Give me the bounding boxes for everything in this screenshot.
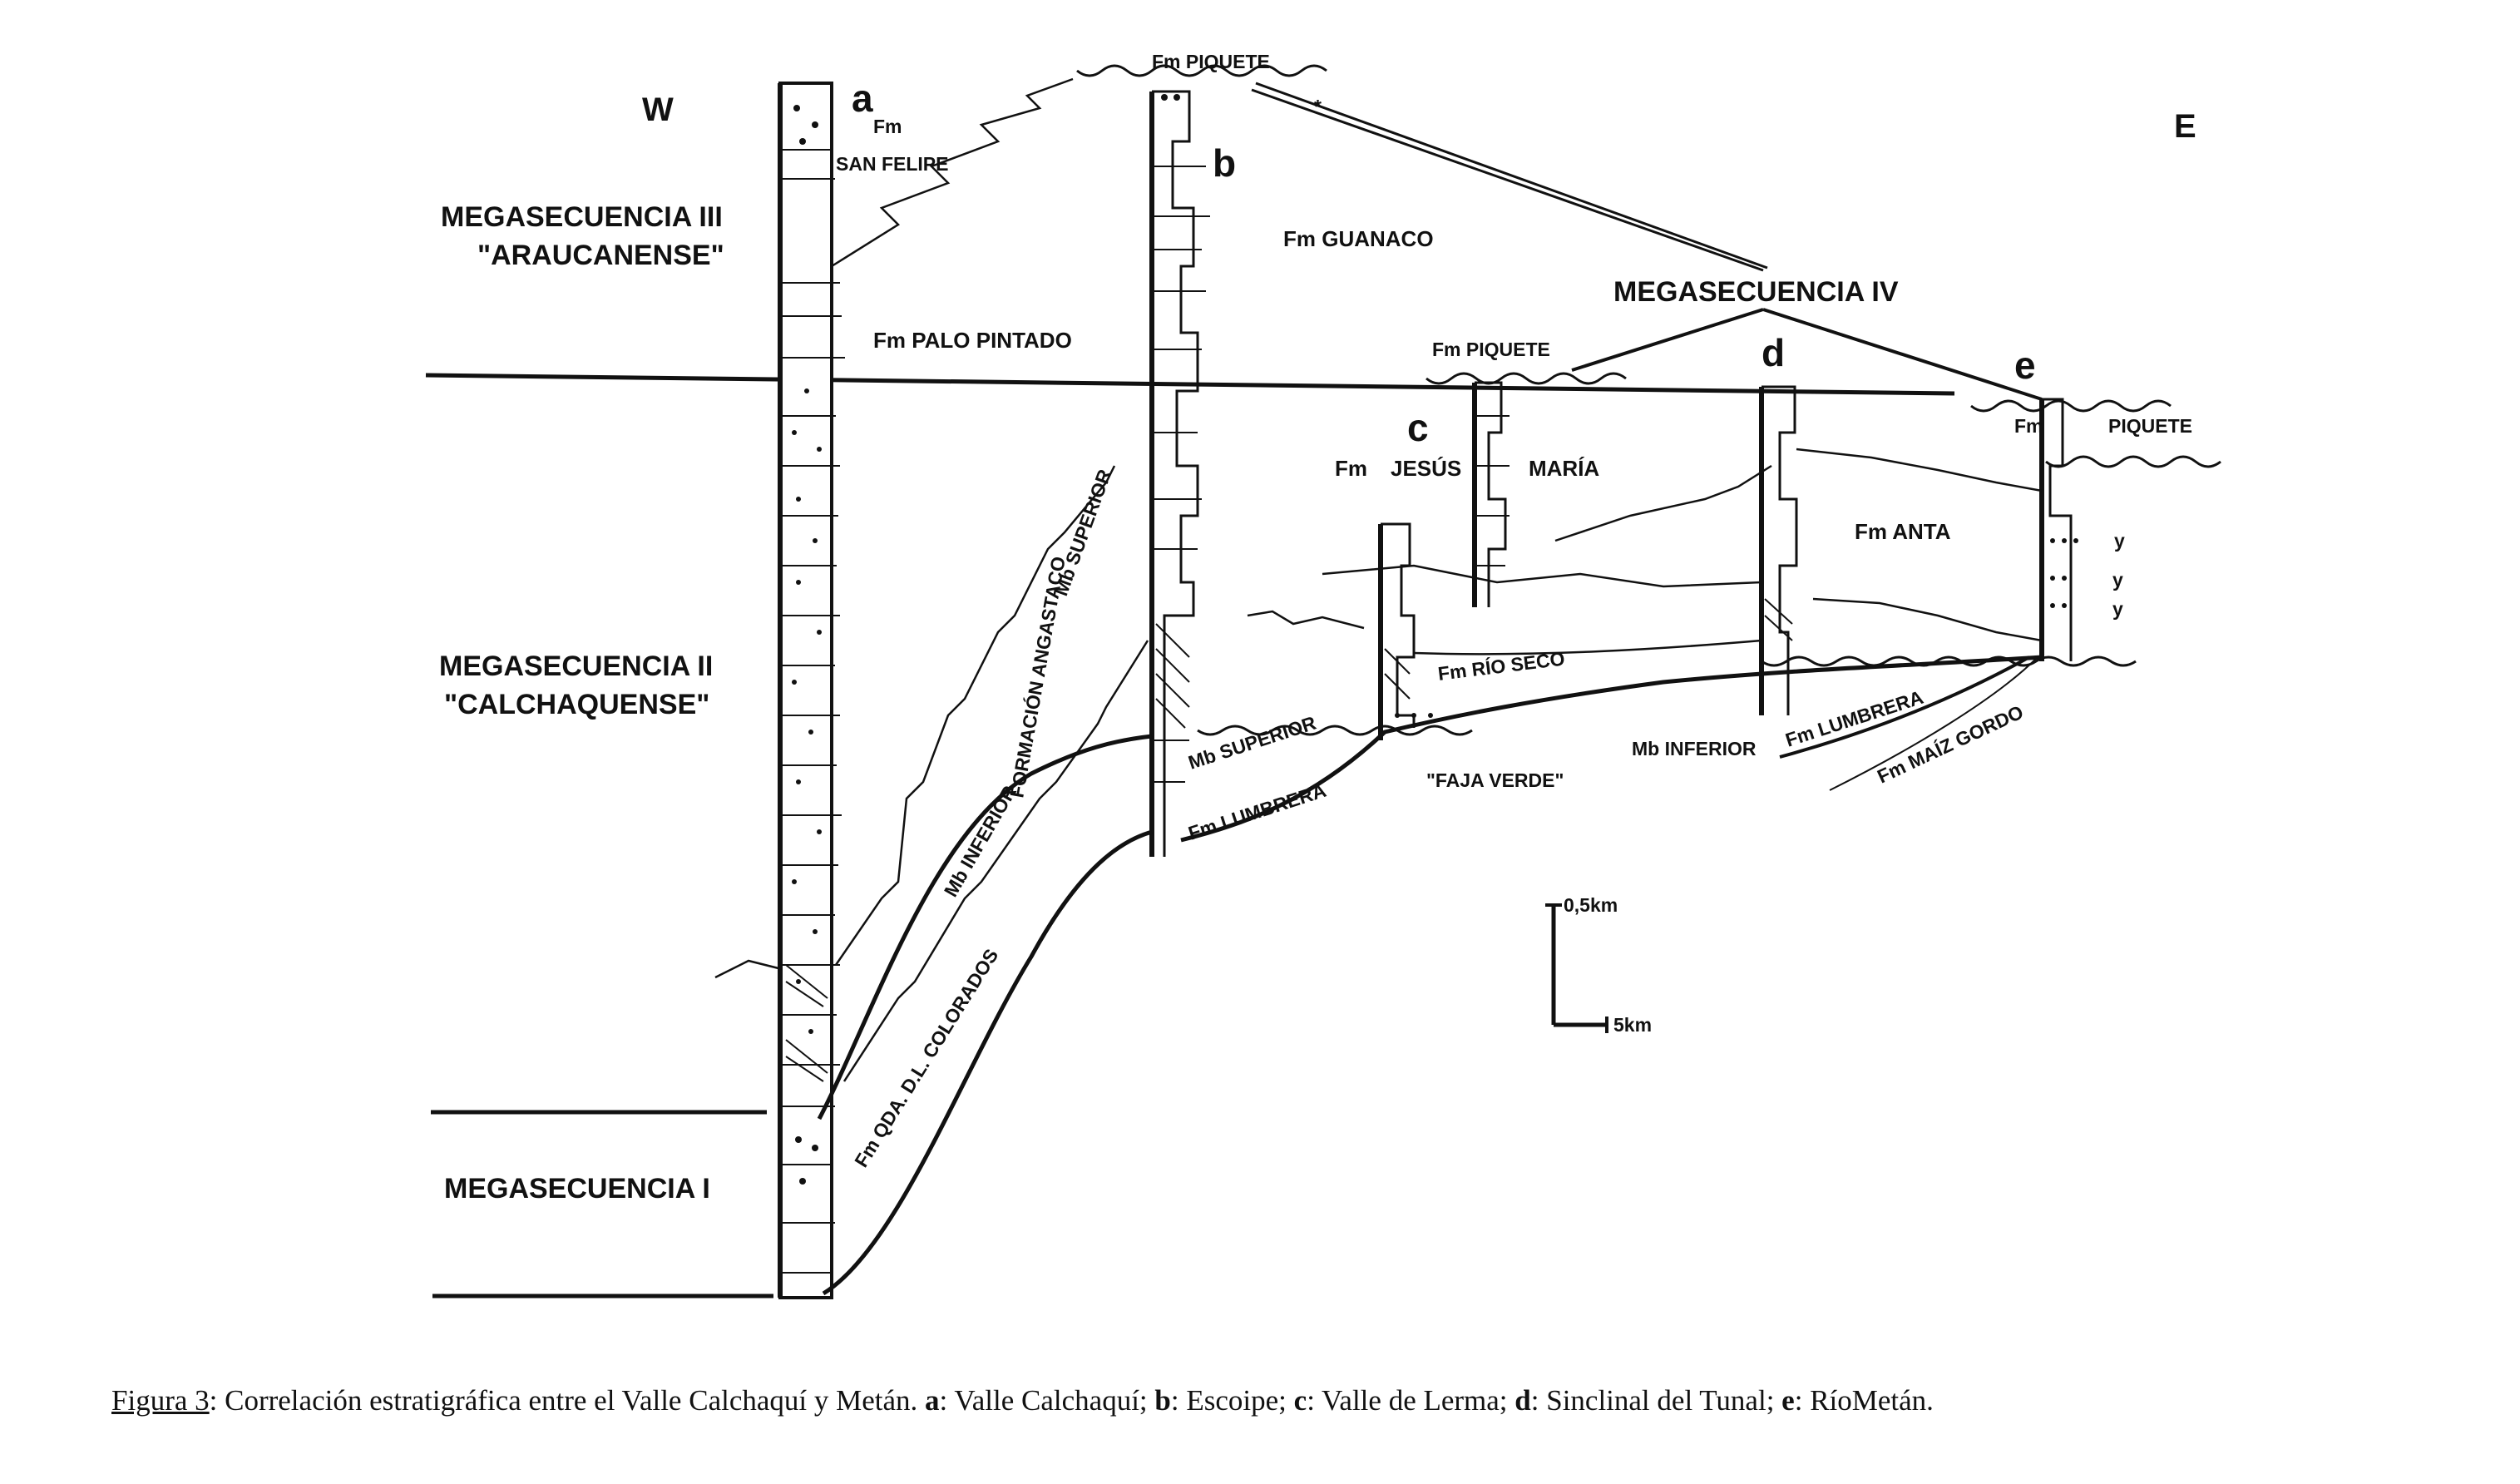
interfingering-contacts: [714, 77, 2043, 1082]
column-e-letter: e: [2014, 344, 2036, 387]
column-c: [1378, 522, 1433, 740]
fm-san-felipe-name: SAN FELIPE: [836, 153, 948, 175]
caption-intro: : Correlación estratigráfica entre el Va…: [209, 1384, 926, 1417]
megasecuencia-iii-label: MEGASECUENCIA III: [441, 201, 723, 233]
caption-key-d: d: [1514, 1384, 1531, 1417]
megasecuencia-iii-alias: "ARAUCANENSE": [477, 240, 724, 271]
column-b-letter: b: [1213, 141, 1236, 185]
sequence-boundaries: [817, 639, 2043, 1296]
megasequence-boundaries: [425, 373, 1955, 1298]
megasecuencia-iv-label: MEGASECUENCIA IV: [1613, 276, 1899, 308]
scale-bar: 0,5km 5km: [1545, 894, 1652, 1036]
symbol-y-1: y: [2114, 530, 2125, 552]
caption-text-b: : Escoipe;: [1170, 1384, 1294, 1417]
caption-text-e: : RíoMetán.: [1794, 1384, 1934, 1417]
column-d-letter: d: [1762, 331, 1785, 374]
fm-rio-seco: Fm RÍO SECO: [1436, 646, 1566, 684]
mb-superior-lower: Mb SUPERIOR: [1186, 712, 1319, 774]
fm-maria: MARÍA: [1529, 456, 1599, 481]
fm-san-felipe-fm: Fm: [873, 116, 902, 137]
west-label: W: [642, 92, 674, 128]
fm-jesus: JESÚS: [1391, 456, 1461, 481]
column-c-letter: c: [1407, 406, 1429, 449]
caption-key-c: c: [1293, 1384, 1307, 1417]
fm-piquete-top: Fm PIQUETE: [1152, 51, 1270, 72]
caption-text-c: : Valle de Lerma;: [1307, 1384, 1515, 1417]
megasecuencia-iv-boundary: [1251, 82, 2043, 401]
column-d: [1759, 385, 1798, 715]
unconformities: [1076, 64, 2221, 736]
fm-qda-colorados: Fm QDA. D.L. COLORADOS: [850, 945, 1002, 1171]
column-e: [2039, 398, 2078, 661]
fm-piquete-e-fm: Fm: [2014, 415, 2043, 437]
fm-piquete-e: PIQUETE: [2108, 415, 2192, 437]
fm-guanaco: Fm GUANACO: [1283, 226, 1434, 251]
fm-piquete-mid: Fm PIQUETE: [1432, 339, 1550, 360]
fm-palo-pintado: Fm PALO PINTADO: [873, 328, 1072, 353]
fm-jesus-maria-fm: Fm: [1335, 456, 1367, 481]
caption-key-e: e: [1781, 1384, 1795, 1417]
east-label: E: [2174, 108, 2196, 145]
megasecuencia-i-label: MEGASECUENCIA I: [444, 1173, 710, 1205]
caption-text-a: : Valle Calchaquí;: [939, 1384, 1155, 1417]
column-jesus-maria: [1472, 381, 1510, 607]
figure-caption: Figura 3: Correlación estratigráfica ent…: [111, 1384, 2440, 1417]
scale-vertical-label: 0,5km: [1564, 894, 1618, 916]
caption-key-a: a: [925, 1384, 940, 1417]
caption-text-d: : Sinclinal del Tunal;: [1530, 1384, 1782, 1417]
column-a-letter: a: [852, 77, 873, 120]
column-a: [778, 82, 845, 1299]
caption-key-b: b: [1154, 1384, 1171, 1417]
fm-lumbrera-d: Fm LUMBRERA: [1783, 686, 1926, 751]
symbol-y-2: y: [2112, 569, 2123, 591]
megasecuencia-ii-label: MEGASECUENCIA II: [439, 650, 713, 682]
fm-lumbrera-b: Fm LUMBRERA: [1186, 779, 1329, 844]
megasecuencia-ii-alias: "CALCHAQUENSE": [444, 689, 709, 720]
mb-superior-upper: Mb SUPERIOR: [1050, 466, 1115, 598]
scale-horizontal-label: 5km: [1613, 1014, 1652, 1036]
symbol-star: *: [1314, 96, 1322, 117]
faja-verde: "FAJA VERDE": [1426, 769, 1564, 791]
column-b: [1149, 90, 1210, 857]
mb-inferior-right: Mb INFERIOR: [1632, 738, 1757, 759]
caption-figure-label: Figura 3: [111, 1384, 210, 1417]
symbol-y-3: y: [2112, 598, 2123, 620]
fm-anta: Fm ANTA: [1855, 519, 1951, 544]
